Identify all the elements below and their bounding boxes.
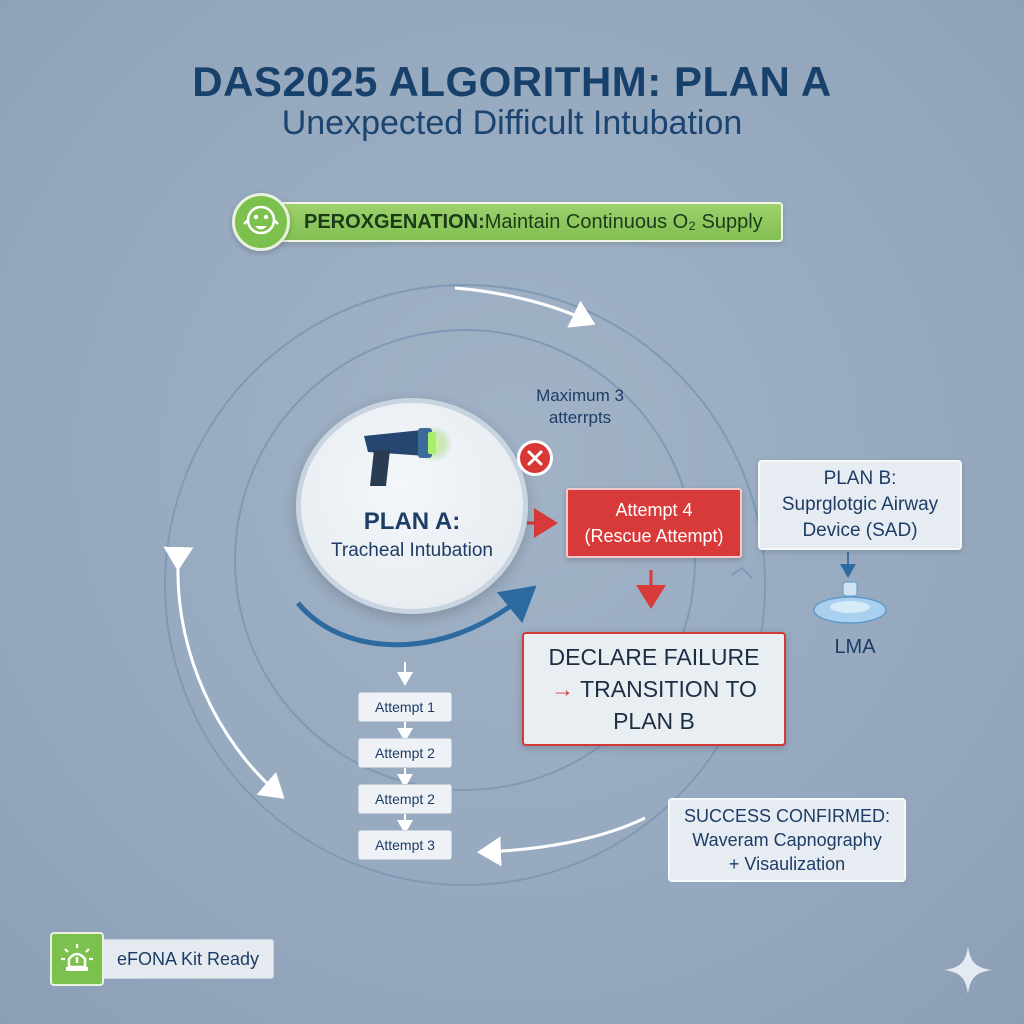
cycle-arrow-bottom [477,816,646,867]
attempt-box: Attempt 2 [358,784,452,814]
lma-label: LMA [834,636,876,658]
success-line1: SUCCESS CONFIRMED: [683,806,890,826]
max-attempts-note: Maximum 3 atterrpts [520,385,640,429]
max-attempts-line2: atterrpts [548,408,612,427]
cycle-arrow-left [163,546,285,799]
plan-b-box: PLAN B: Suprglotgic Airway Device (SAD) [758,460,962,550]
lma-device-icon [813,581,887,624]
preoxygenation-label: PEROXGENATION: Maintain Continuous O₂ Su… [272,202,783,242]
alarm-light-icon [50,932,104,986]
attempt-box: Attempt 1 [358,692,452,722]
attempt-box: Attempt 3 [358,830,452,860]
success-line3: + Visaulization [728,854,846,874]
fail-x-icon [517,440,553,476]
efona-label: eFONA Kit Ready [100,939,275,979]
attempt-4-box: Attempt 4 (Rescue Attempt) [566,488,742,558]
attempt-4-line1: Attempt 4 [615,500,693,520]
success-line2: Waveram Capnography [692,830,882,850]
max-attempts-line1: Maximum 3 [536,386,624,405]
plan-b-line2: Suprglotgic Airway [781,494,939,515]
page-subtitle: Unexpected Difficult Intubation [281,104,743,142]
declare-line2: TRANSITION TO [574,676,757,702]
efona-badge: eFONA Kit Ready [50,932,275,986]
success-confirmed-box: SUCCESS CONFIRMED: Waveram Capnography +… [668,798,906,882]
plan-a-title: PLAN A: [363,508,461,535]
plan-b-line1: PLAN B: [823,468,897,489]
plan-b-line3: Device (SAD) [802,520,918,541]
plan-a-cycle-arrow [296,585,537,648]
preoxygenation-banner: PEROXGENATION: Maintain Continuous O₂ Su… [232,192,783,252]
preoxygenation-label-bold: PEROXGENATION: [304,210,485,233]
sparkle-icon [942,944,994,1001]
declare-line1: DECLARE FAILURE [548,644,760,670]
attempt-4-line2: (Rescue Attempt) [584,526,724,546]
laryngoscope-icon [360,420,460,505]
preoxygenation-label-text: Maintain Continuous O₂ Supply [484,210,763,233]
plan-a-subtitle: Tracheal Intubation [331,540,493,561]
attempt-box: Attempt 2 [358,738,452,768]
page-title: DAS2025 ALGORITHM: PLAN A [192,58,832,105]
cycle-arrow-top [454,286,596,328]
declare-line3: PLAN B [613,708,695,734]
ring-notch [731,566,753,579]
oxygen-mask-icon [232,193,290,251]
declare-arrow: → [551,676,575,702]
declare-failure-box: DECLARE FAILURE → TRANSITION TO PLAN B [522,632,786,746]
